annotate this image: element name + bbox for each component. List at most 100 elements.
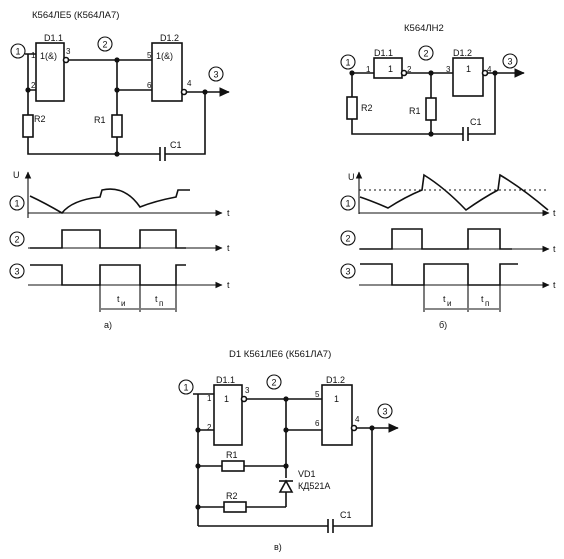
gate-c-d11 — [213, 384, 243, 446]
pin-c5: 5 — [315, 390, 320, 399]
junction-c-out — [369, 425, 375, 431]
interval-b-tp-sub: п — [485, 299, 489, 308]
resistor-b-r1-label: R1 — [409, 106, 421, 116]
gate-b-d11-ref: D1.1 — [374, 48, 393, 58]
node-c2-marker — [266, 374, 282, 390]
trace-a3-t: t — [227, 280, 230, 290]
trace-b2-wave — [360, 228, 512, 250]
resistor-b-r2 — [346, 96, 358, 120]
pin-b3: 3 — [446, 65, 451, 74]
pin-b2: 2 — [407, 65, 412, 74]
diode-c-vd1 — [278, 479, 294, 493]
trace-a2-wave — [30, 229, 186, 249]
wire-a-mid — [68, 59, 152, 91]
node-c2-label: 2 — [271, 378, 276, 388]
gate-a-d12 — [151, 42, 183, 102]
node-b2-label: 2 — [423, 49, 428, 59]
junction-c-mid-top — [283, 396, 289, 402]
interval-a-tp-sub: п — [159, 299, 163, 308]
caption-b: б) — [439, 320, 447, 330]
wire-b-c1 — [468, 73, 496, 135]
node-c3-label: 3 — [382, 407, 387, 417]
junction-a-r1 — [114, 151, 120, 157]
circuit-a: К564ЛЕ5 (К564ЛА7) 1 D1.1 1(&) 1 2 3 D1.2… — [10, 10, 230, 161]
junction-b-in — [349, 70, 355, 76]
resistor-a-r1-label: R1 — [94, 115, 106, 125]
node-a3-marker — [208, 66, 224, 82]
trace-a3-marker — [9, 263, 25, 279]
interval-a-ti: t — [117, 294, 120, 304]
pin-a2: 2 — [31, 81, 36, 90]
trace-b1-t: t — [553, 208, 556, 218]
pin-a3: 3 — [66, 47, 71, 56]
capacitor-c-c1-label: C1 — [340, 510, 352, 520]
waveform-a-u-label: U — [13, 170, 20, 180]
trace-b2-label: 2 — [345, 234, 350, 244]
resistor-c-r1-label: R1 — [226, 450, 238, 460]
wire-c-c1 — [198, 428, 373, 527]
gate-c-d12-bubble — [350, 424, 358, 432]
gate-b-d11 — [373, 57, 403, 79]
waveform-b-u-label: U — [348, 172, 355, 182]
circuit-c: D1 К561ЛЕ6 (К561ЛА7) 1 D1.1 1 1 2 3 D1.2… — [178, 349, 399, 552]
gate-b-d12 — [452, 57, 484, 97]
wire-b-input — [351, 72, 463, 135]
interval-a-tp: t — [155, 294, 158, 304]
gate-c-d11-bubble — [240, 395, 248, 403]
trace-a1-marker — [9, 195, 25, 211]
node-a1-label: 1 — [15, 47, 20, 57]
gate-a-d11-ref: D1.1 — [44, 33, 63, 43]
gate-c-d12 — [321, 384, 353, 446]
resistor-c-r2-label: R2 — [226, 491, 238, 501]
trace-b1-marker — [340, 195, 356, 211]
gate-a-d12-ref: D1.2 — [160, 33, 179, 43]
caption-a: а) — [104, 320, 112, 330]
gate-a-d11-bubble — [62, 56, 70, 64]
gate-c-d11-func: 1 — [224, 394, 229, 404]
gate-c-d12-ref: D1.2 — [326, 375, 345, 385]
waveforms-a: U 1 t 2 t 3 t t и t п а) — [9, 170, 230, 330]
trace-a2-marker — [9, 231, 25, 247]
trace-b3-label: 3 — [345, 267, 350, 277]
node-a3-label: 3 — [213, 70, 218, 80]
pin-c1: 1 — [207, 394, 212, 403]
trace-b1-label: 1 — [345, 199, 350, 209]
pin-b1: 1 — [366, 65, 371, 74]
wire-a-c1 — [165, 92, 206, 155]
trace-a1-label: 1 — [14, 199, 19, 209]
capacitor-b-c1-label: C1 — [470, 117, 482, 127]
node-c1-marker — [178, 379, 194, 395]
trace-a1-t: t — [227, 208, 230, 218]
pin-a4: 4 — [187, 79, 192, 88]
gate-a-d11-func: 1(&) — [40, 51, 57, 61]
trace-b2-marker — [340, 230, 356, 246]
pin-a1: 1 — [31, 51, 36, 60]
capacitor-a-c1 — [159, 147, 166, 161]
circuit-a-title: К564ЛЕ5 (К564ЛА7) — [32, 10, 119, 21]
node-b3-marker — [502, 53, 518, 69]
trace-b2-t: t — [553, 244, 556, 254]
node-a2-marker — [97, 36, 113, 52]
gate-b-d11-func: 1 — [388, 64, 393, 74]
diode-c-vd1-label: VD1 — [298, 469, 316, 479]
node-a1-marker — [10, 43, 26, 59]
interval-b-ti: t — [443, 294, 446, 304]
pin-a6: 6 — [147, 81, 152, 90]
gate-a-d11 — [35, 42, 65, 102]
gate-b-d12-func: 1 — [466, 64, 471, 74]
pin-c4: 4 — [355, 415, 360, 424]
gate-c-d12-func: 1 — [334, 394, 339, 404]
junction-a-mid-top — [114, 57, 120, 63]
interval-a-ti-sub: и — [121, 299, 125, 308]
circuit-b-title: К564ЛН2 — [404, 23, 444, 34]
trace-a2-label: 2 — [14, 235, 19, 245]
circuit-c-title: D1 К561ЛЕ6 (К561ЛА7) — [229, 349, 331, 360]
junction-b-out — [492, 70, 498, 76]
node-c1-label: 1 — [183, 383, 188, 393]
gate-b-d12-ref: D1.2 — [453, 48, 472, 58]
resistor-a-r2 — [22, 114, 34, 138]
pin-b4: 4 — [487, 65, 492, 74]
trace-b3-t: t — [553, 280, 556, 290]
pin-c2: 2 — [207, 423, 212, 432]
resistor-c-r2 — [223, 501, 247, 513]
